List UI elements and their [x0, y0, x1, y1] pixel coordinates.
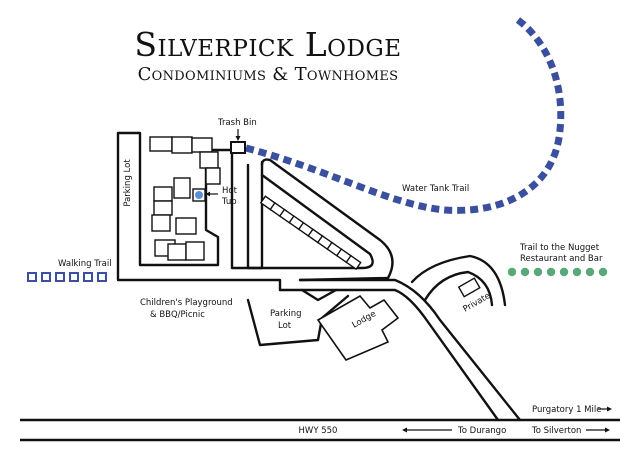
- townhome-buildings: [149, 136, 221, 261]
- highway-label: HWY 550: [299, 426, 338, 436]
- upper-parking-lot-outline: [116, 131, 282, 292]
- walking-trail-marker: [83, 272, 93, 282]
- nugget-trail-marker: [520, 267, 530, 277]
- diagonal-townhome-row: [259, 195, 362, 271]
- lower-parking-wedge: [300, 288, 338, 302]
- walking-trail-markers: [27, 272, 107, 282]
- main-entrance-road: [278, 278, 522, 422]
- walking-trail-marker: [41, 272, 51, 282]
- walking-trail-marker: [69, 272, 79, 282]
- private-building: [457, 277, 481, 298]
- trash-bin-arrowhead: [235, 136, 241, 141]
- nugget-trail-marker: [559, 267, 569, 277]
- diagonal-townhome: [345, 254, 362, 271]
- hot-tub-icon: [195, 191, 203, 199]
- lower-parking-lot-outline: [246, 294, 350, 347]
- purgatory-label: Purgatory 1 Mile: [532, 405, 601, 415]
- map-subtitle: Condominiums & Townhomes: [138, 64, 399, 85]
- parking-lot-lower-label-2: Lot: [278, 321, 292, 331]
- to-durango-arrowhead: [402, 427, 407, 433]
- hot-tub-label-2: Tub: [221, 197, 237, 207]
- nugget-trail-marker: [546, 267, 556, 277]
- map-title: Silverpick Lodge: [134, 25, 401, 64]
- lodge-building: [316, 294, 400, 361]
- nugget-trail-marker: [585, 267, 595, 277]
- private-drive: [410, 254, 507, 307]
- nugget-trail-marker: [507, 267, 517, 277]
- walking-trail-marker: [55, 272, 65, 282]
- nugget-trail-label-2: Restaurant and Bar: [520, 254, 603, 264]
- trash-bin-icon: [230, 141, 246, 154]
- to-durango-label: To Durango: [457, 426, 506, 436]
- nugget-trail-marker: [572, 267, 582, 277]
- hot-tub-label-1: Hot: [222, 186, 238, 196]
- nugget-trail-marker: [533, 267, 543, 277]
- to-silverton-arrowhead: [605, 427, 610, 433]
- purgatory-arrowhead: [607, 406, 612, 412]
- playground-label-2: & BBQ/Picnic: [150, 310, 205, 320]
- triangle-loop-outer: [260, 158, 394, 282]
- hot-tub-arrowhead: [206, 191, 210, 197]
- triangle-loop-inner: [246, 163, 374, 270]
- walking-trail-marker: [27, 272, 37, 282]
- walking-trail-label: Walking Trail: [58, 259, 112, 269]
- nugget-trail-markers: [507, 267, 608, 277]
- playground-label-1: Children's Playground: [140, 298, 233, 308]
- water-tank-trail-path: [245, 17, 565, 214]
- parking-lot-upper-label: Parking Lot: [123, 159, 133, 207]
- to-silverton-label: To Silverton: [531, 426, 581, 436]
- walking-trail-marker: [97, 272, 107, 282]
- nugget-trail-label-1: Trail to the Nugget: [519, 243, 600, 253]
- water-tank-trail-label: Water Tank Trail: [402, 184, 469, 194]
- trash-bin-label: Trash Bin: [217, 118, 257, 128]
- parking-lot-lower-label-1: Parking: [270, 309, 302, 319]
- nugget-trail-marker: [598, 267, 608, 277]
